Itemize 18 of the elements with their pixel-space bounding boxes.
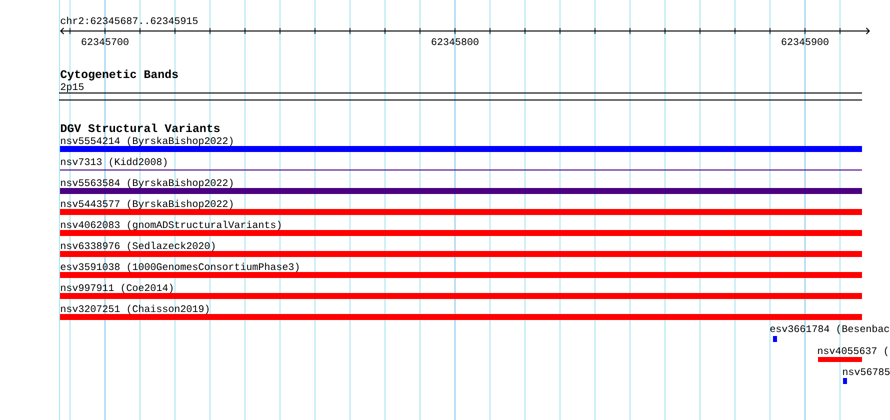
- variant-label: nsv5443577 (ByrskaBishop2022): [61, 200, 233, 210]
- variant-label: nsv997911 (Coe2014): [61, 284, 173, 294]
- variant-label: nsv3207251 (Chaisson2019): [61, 304, 209, 314]
- variant-label: esv3661784 (Besenbac: [770, 324, 889, 334]
- variant-label: nsv5554214 (ByrskaBishop2022): [61, 136, 233, 146]
- variant-label: nsv56785: [843, 368, 890, 376]
- variant-label: nsv5563584 (ByrskaBishop2022): [61, 178, 233, 188]
- tick-label: 62345700: [82, 38, 128, 46]
- variant-label: esv3591038 (1000GenomesConsortiumPhase3): [60, 262, 299, 272]
- track-title: DGV Structural Variants: [60, 124, 220, 132]
- variant-label: nsv7313 (Kidd2008): [61, 158, 167, 168]
- variant-label: nsv6338976 (Sedlazeck2020): [61, 242, 215, 252]
- tick-label: 62345900: [782, 38, 828, 46]
- tick-label: 62345800: [432, 38, 478, 46]
- position-label: chr2:62345687..62345915: [60, 16, 198, 24]
- variant-label: nsv4062083 (gnomADStructuralVariants): [61, 220, 281, 230]
- cytoband: 2p15: [58, 83, 863, 100]
- variant-label: nsv4055637 (: [818, 346, 888, 356]
